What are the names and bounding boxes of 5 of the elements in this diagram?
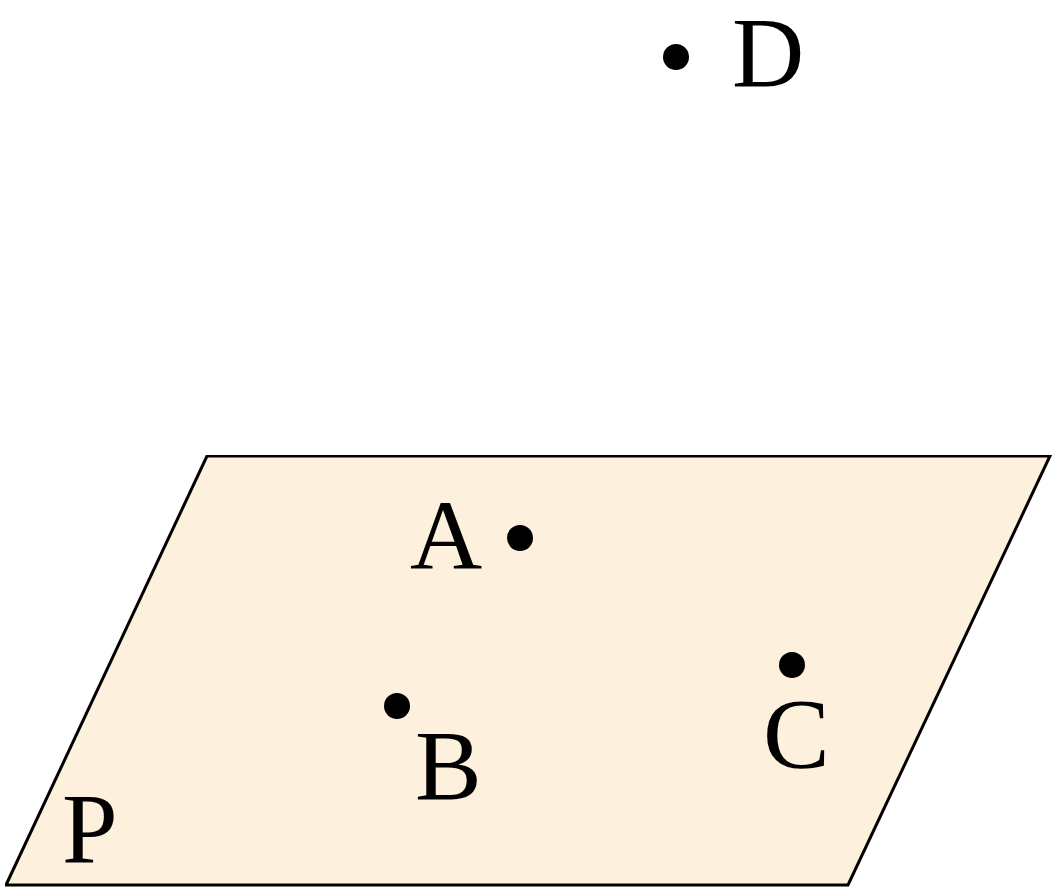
point-label: A <box>410 486 483 586</box>
point-label: D <box>732 3 805 103</box>
point-label: C <box>763 684 830 784</box>
point-label: B <box>415 716 482 816</box>
plane-label: P <box>62 779 118 879</box>
